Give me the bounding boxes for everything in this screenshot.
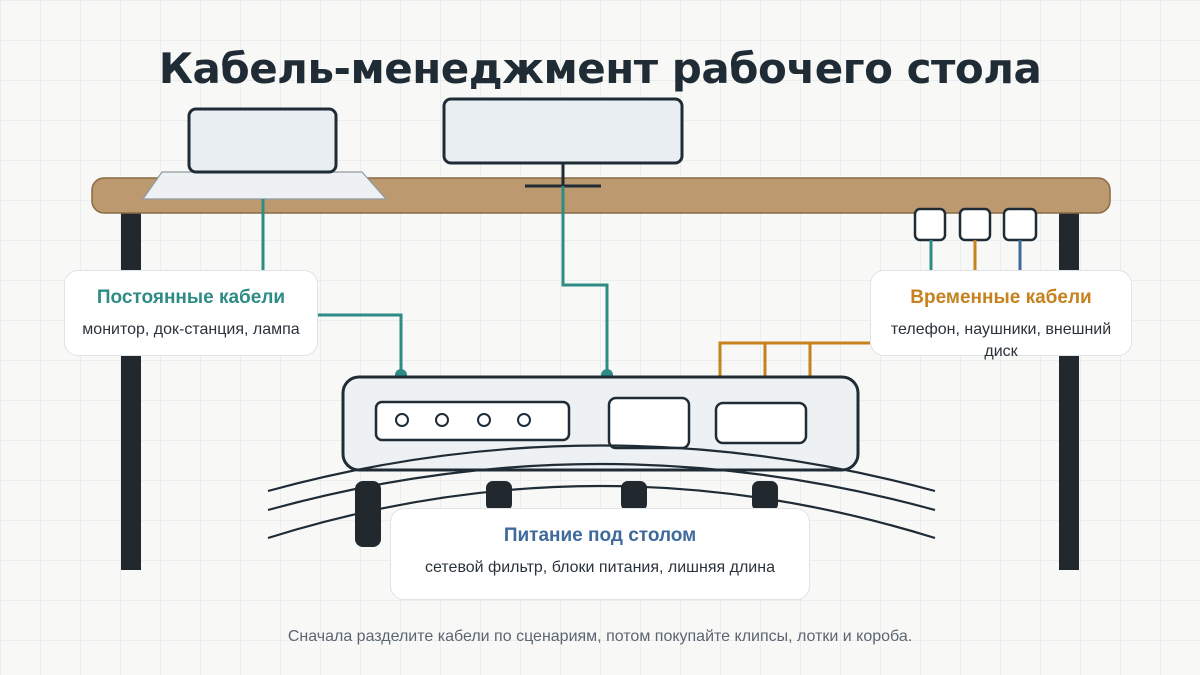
socket-2	[435, 413, 449, 427]
desk-leg-right	[1059, 212, 1079, 570]
socket-1	[395, 413, 409, 427]
card-temporary-description: телефон, наушники, внешний диск	[890, 321, 1112, 360]
card-temporary-heading: Временные кабели	[910, 287, 1092, 308]
card-underdesk-power: Питание под столом сетевой фильтр, блоки…	[390, 508, 810, 600]
dock-cable	[318, 313, 403, 375]
card-underdesk-heading: Питание под столом	[503, 525, 697, 546]
power-brick-1	[607, 396, 691, 450]
card-permanent-heading: Постоянные кабели	[96, 287, 286, 308]
cable-tray	[341, 375, 860, 472]
cable-tie-3	[621, 481, 647, 511]
charger-clip-3	[1002, 207, 1038, 242]
card-permanent-description: монитор, док-станция, лампа	[82, 321, 300, 338]
cable-tie-2	[486, 481, 512, 511]
excess-cable-loop-1	[267, 444, 936, 493]
socket-4	[517, 413, 531, 427]
laptop-screen	[187, 107, 338, 174]
card-permanent-cables: Постоянные кабели монитор, док-станция, …	[64, 270, 318, 356]
monitor-screen	[442, 97, 684, 165]
card-underdesk-description: сетевой фильтр, блоки питания, лишняя дл…	[425, 559, 775, 576]
socket-3	[477, 413, 491, 427]
laptop-base	[141, 171, 388, 200]
charger-clip-2	[958, 207, 992, 242]
page-title: Кабель-менеджмент рабочего стола	[158, 44, 1042, 93]
power-brick-2	[714, 401, 808, 445]
footnote: Сначала разделите кабели по сценариям, п…	[287, 628, 913, 645]
cable-tie-1	[355, 481, 381, 547]
monitor-cable	[561, 186, 609, 375]
temporary-cable-bus	[718, 341, 870, 377]
card-temporary-cables: Временные кабели телефон, наушники, внеш…	[870, 270, 1132, 360]
desk-leg-left	[121, 212, 141, 570]
power-strip	[374, 400, 571, 442]
cable-tie-4	[752, 481, 778, 511]
charger-clip-1	[913, 207, 947, 242]
